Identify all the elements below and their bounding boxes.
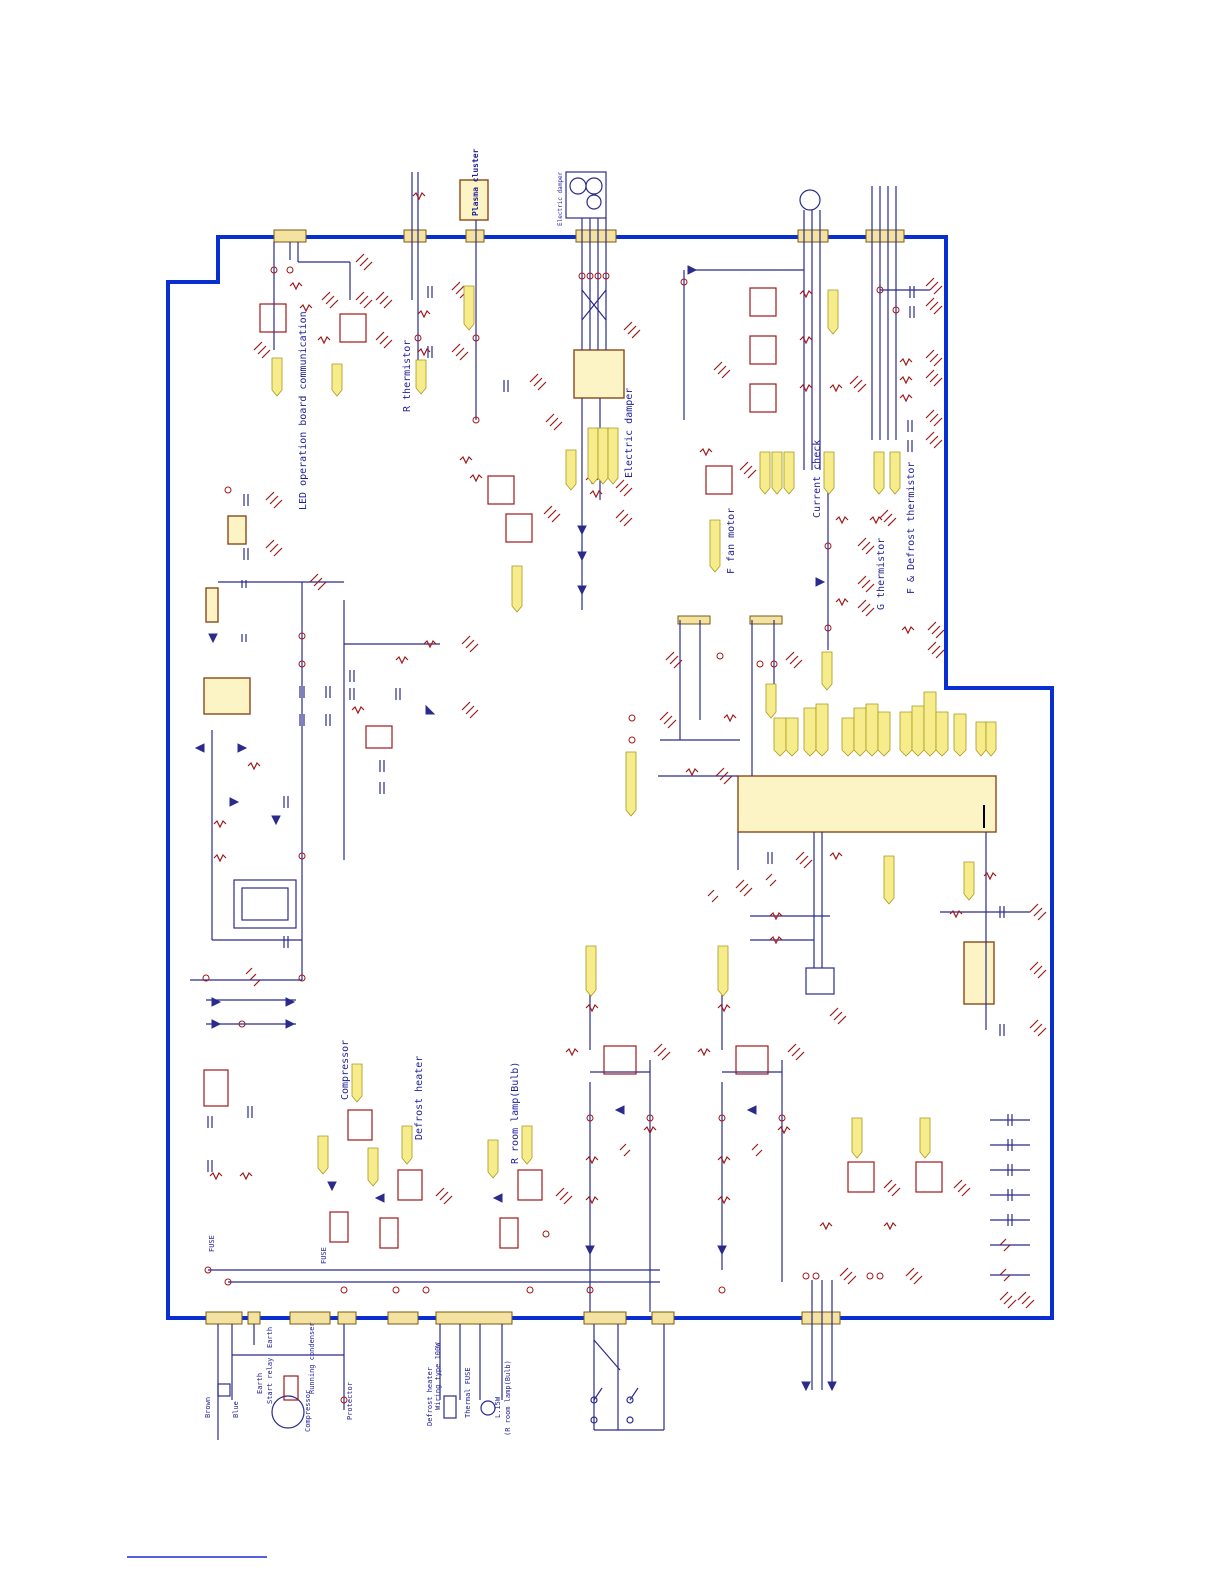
optocoupler-7 (749, 383, 777, 413)
relay-coil-3 (499, 1217, 519, 1249)
label-led-board: LED operation board communication (298, 311, 309, 510)
connector-cn9 (289, 1311, 331, 1325)
relay-coil-1 (329, 1211, 349, 1243)
label-f-fan-motor: F fan motor (726, 508, 737, 574)
label-r-room-lamp-main: (R room lamp(Bulb) (504, 1360, 512, 1436)
varistors (245, 873, 1011, 1282)
defrost-heater-box (443, 1395, 457, 1419)
resistors (209, 191, 997, 1231)
connector-cn14 (651, 1311, 675, 1325)
label-blue: Blue (232, 1401, 240, 1418)
start-relay-box (283, 1375, 299, 1401)
connector-cn17 (749, 615, 783, 625)
connector-cn7 (205, 1311, 243, 1325)
label-current-check: Current check (812, 440, 823, 518)
relay-driver-3 (517, 1169, 543, 1201)
triac-driver-2 (735, 1045, 769, 1075)
label-compressor: Compressor (304, 1390, 312, 1432)
test-point-probes (271, 285, 997, 1187)
optocoupler-8 (705, 465, 733, 495)
optocoupler-2 (339, 313, 367, 343)
compressor-motor (271, 1395, 305, 1429)
optocoupler-1 (259, 303, 287, 333)
relay-coil-2 (379, 1217, 399, 1249)
eeprom-ic (963, 941, 995, 1005)
board-outline (166, 235, 1054, 1320)
label-r-thermistor: R thermistor (402, 340, 413, 412)
connector-cn11 (387, 1311, 419, 1325)
label-running-condenser: Running condenser (308, 1322, 316, 1394)
label-fd-thermistor: F & Defrost thermistor (906, 462, 917, 594)
connector-cn2 (403, 229, 427, 243)
relay-driver-1 (347, 1109, 373, 1141)
connector-cn13 (583, 1311, 627, 1325)
connector-cn3 (465, 229, 485, 243)
label-earth-b: Earth (256, 1373, 264, 1394)
connector-cn5 (797, 229, 829, 243)
label-g-thermistor: G thermistor (876, 538, 887, 610)
connector-cn15 (801, 1311, 841, 1325)
connector-cn6 (865, 229, 905, 243)
label-defrost-heater-relay: Defrost heater (414, 1056, 425, 1140)
label-defrost-heater-spec: Wiring type 100W (434, 1342, 442, 1410)
optocoupler-6 (749, 335, 777, 365)
label-thermal-fuse: Thermal FUSE (464, 1367, 472, 1418)
connector-cn8 (247, 1311, 261, 1325)
ground-symbols (253, 253, 1047, 1309)
label-electric-damper: Electric damper (624, 388, 635, 478)
connector-cn16 (677, 615, 711, 625)
filter-coil (205, 587, 219, 623)
label-r-room-lamp-relay: R room lamp(Bulb) (510, 1062, 521, 1164)
capacitors (207, 286, 1013, 1226)
power-ic (233, 879, 297, 929)
relay-driver-2 (397, 1169, 423, 1201)
optocoupler-3 (487, 475, 515, 505)
label-fuse-b: FUSE (320, 1247, 328, 1264)
label-plasma-cluster: Plasma cluster (471, 148, 480, 216)
damper-driver-ic (573, 349, 625, 399)
microcontroller-ic (737, 775, 997, 833)
lamp-bulb (480, 1400, 496, 1416)
regulator-ic (227, 515, 247, 545)
label-protector: Protector (346, 1382, 354, 1420)
relay-driver-4 (847, 1161, 875, 1193)
damper-motor-box (565, 171, 607, 219)
door-switches (590, 1339, 639, 1424)
relay-driver-5 (915, 1161, 943, 1193)
diodes (194, 265, 837, 1392)
connector-cn1 (273, 229, 307, 243)
triac-driver-1 (603, 1045, 637, 1075)
connection-nodes (202, 266, 900, 1404)
optocoupler-5 (749, 287, 777, 317)
connector-cn12 (435, 1311, 513, 1325)
plasma-cluster-box (459, 179, 489, 221)
label-compressor-relay: Compressor (340, 1040, 351, 1100)
switching-transformer (203, 677, 251, 715)
label-defrost-heater-main: Defrost heater (426, 1367, 434, 1426)
label-earth-a: Earth (266, 1327, 274, 1348)
fan-motor-symbol (799, 189, 821, 211)
label-lamp-rating: L.15W (494, 1396, 502, 1418)
optocoupler-4 (505, 513, 533, 543)
label-electric-damper-top: Electric damper (557, 171, 564, 226)
plug-symbol (217, 1383, 231, 1397)
crystal-oscillator (805, 967, 835, 995)
input-transformer (203, 1069, 229, 1107)
label-start-relay: Start relay (266, 1358, 274, 1404)
label-fuse-a: FUSE (208, 1235, 216, 1252)
connector-cn10 (337, 1311, 357, 1325)
optocoupler-9 (365, 725, 393, 749)
label-brown: Brown (204, 1397, 212, 1418)
